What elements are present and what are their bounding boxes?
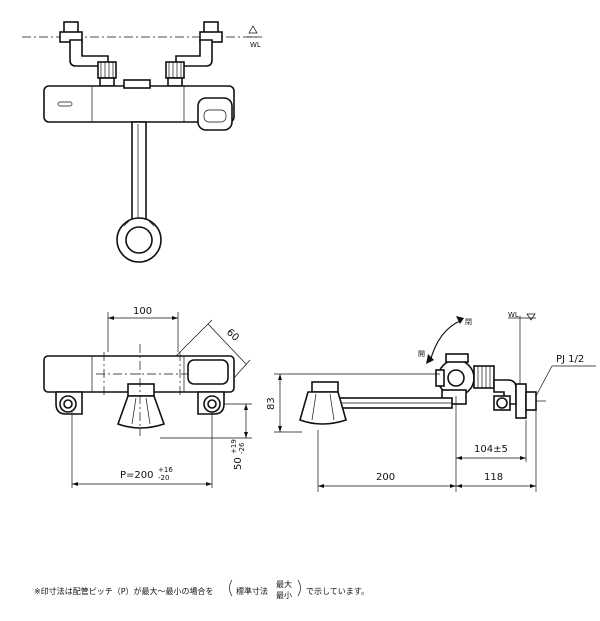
- shower-handle-top: [197, 97, 233, 131]
- spout-pipe-side: [299, 381, 467, 425]
- label-close: 開: [418, 350, 425, 358]
- union-nut-side: [473, 365, 517, 411]
- left-elbow-front: [55, 391, 83, 415]
- rotation-arrow: 閉 開: [418, 316, 472, 364]
- dim-pitch-text: P=200: [120, 470, 154, 481]
- dim-offset-text: 104±5: [474, 444, 508, 455]
- thread-callout: PJ 1/2: [535, 354, 596, 397]
- side-view: 閉 開 WL: [266, 311, 596, 492]
- footnote: ※印寸法は配管ピッチ（P）が最大～最小の場合を 標準寸法 最大 最小 で示してい…: [34, 579, 369, 600]
- dim-angle-text: 60: [224, 327, 241, 344]
- note-min: 最小: [276, 591, 292, 600]
- indicator-slot: [57, 101, 73, 107]
- spout-top: [116, 121, 162, 263]
- dim-pitch-tol-lower: -20: [158, 474, 169, 482]
- note-prefix: ※印寸法は配管ピッチ（P）が最大～最小の場合を: [34, 586, 214, 596]
- svg-text:50: 50: [233, 457, 244, 470]
- right-elbow-front: [197, 391, 225, 415]
- dim-spout-text: 200: [376, 472, 395, 483]
- dimension-spout-200: 200: [317, 396, 457, 492]
- thread-label: PJ 1/2: [556, 354, 584, 365]
- dim-pitch-tol-upper: +16: [158, 466, 173, 474]
- note-std: 標準寸法: [236, 586, 268, 596]
- dim-height-text: 50: [233, 457, 244, 470]
- shower-handle-front: [187, 359, 229, 385]
- dimension-83: 83: [266, 373, 440, 433]
- wl-label-top: WL: [250, 41, 261, 49]
- dimension-50: 50 +19 -26: [160, 403, 252, 470]
- right-inlet-fitting-top: [165, 21, 223, 87]
- note-max: 最大: [276, 579, 292, 589]
- dimension-104: 104±5: [456, 420, 527, 462]
- wl-label-side: WL: [508, 311, 519, 319]
- dim-height-tol-upper: +19: [230, 439, 238, 454]
- wall-flange: [515, 383, 546, 419]
- dimension-pitch: P=200 +16 -20: [71, 412, 213, 488]
- dim-side-height-text: 83: [266, 397, 277, 410]
- wl-marker-top: WL: [247, 25, 261, 49]
- note-suffix: で示しています。: [306, 587, 369, 596]
- dim-width-text: 100: [133, 306, 152, 317]
- faucet-body-front: [43, 352, 235, 396]
- dim-height-tol-lower: -26: [238, 442, 246, 454]
- label-open: 閉: [465, 318, 472, 326]
- dim-wall-text: 118: [484, 472, 503, 483]
- left-inlet-fitting-top: [59, 21, 117, 87]
- dimension-100: 100: [107, 306, 179, 352]
- dimension-118: 118: [456, 410, 537, 492]
- top-view: WL: [22, 21, 262, 263]
- spout-nozzle-front: [116, 383, 166, 429]
- faucet-body-top: [43, 79, 235, 131]
- front-view: 100 60: [43, 306, 252, 488]
